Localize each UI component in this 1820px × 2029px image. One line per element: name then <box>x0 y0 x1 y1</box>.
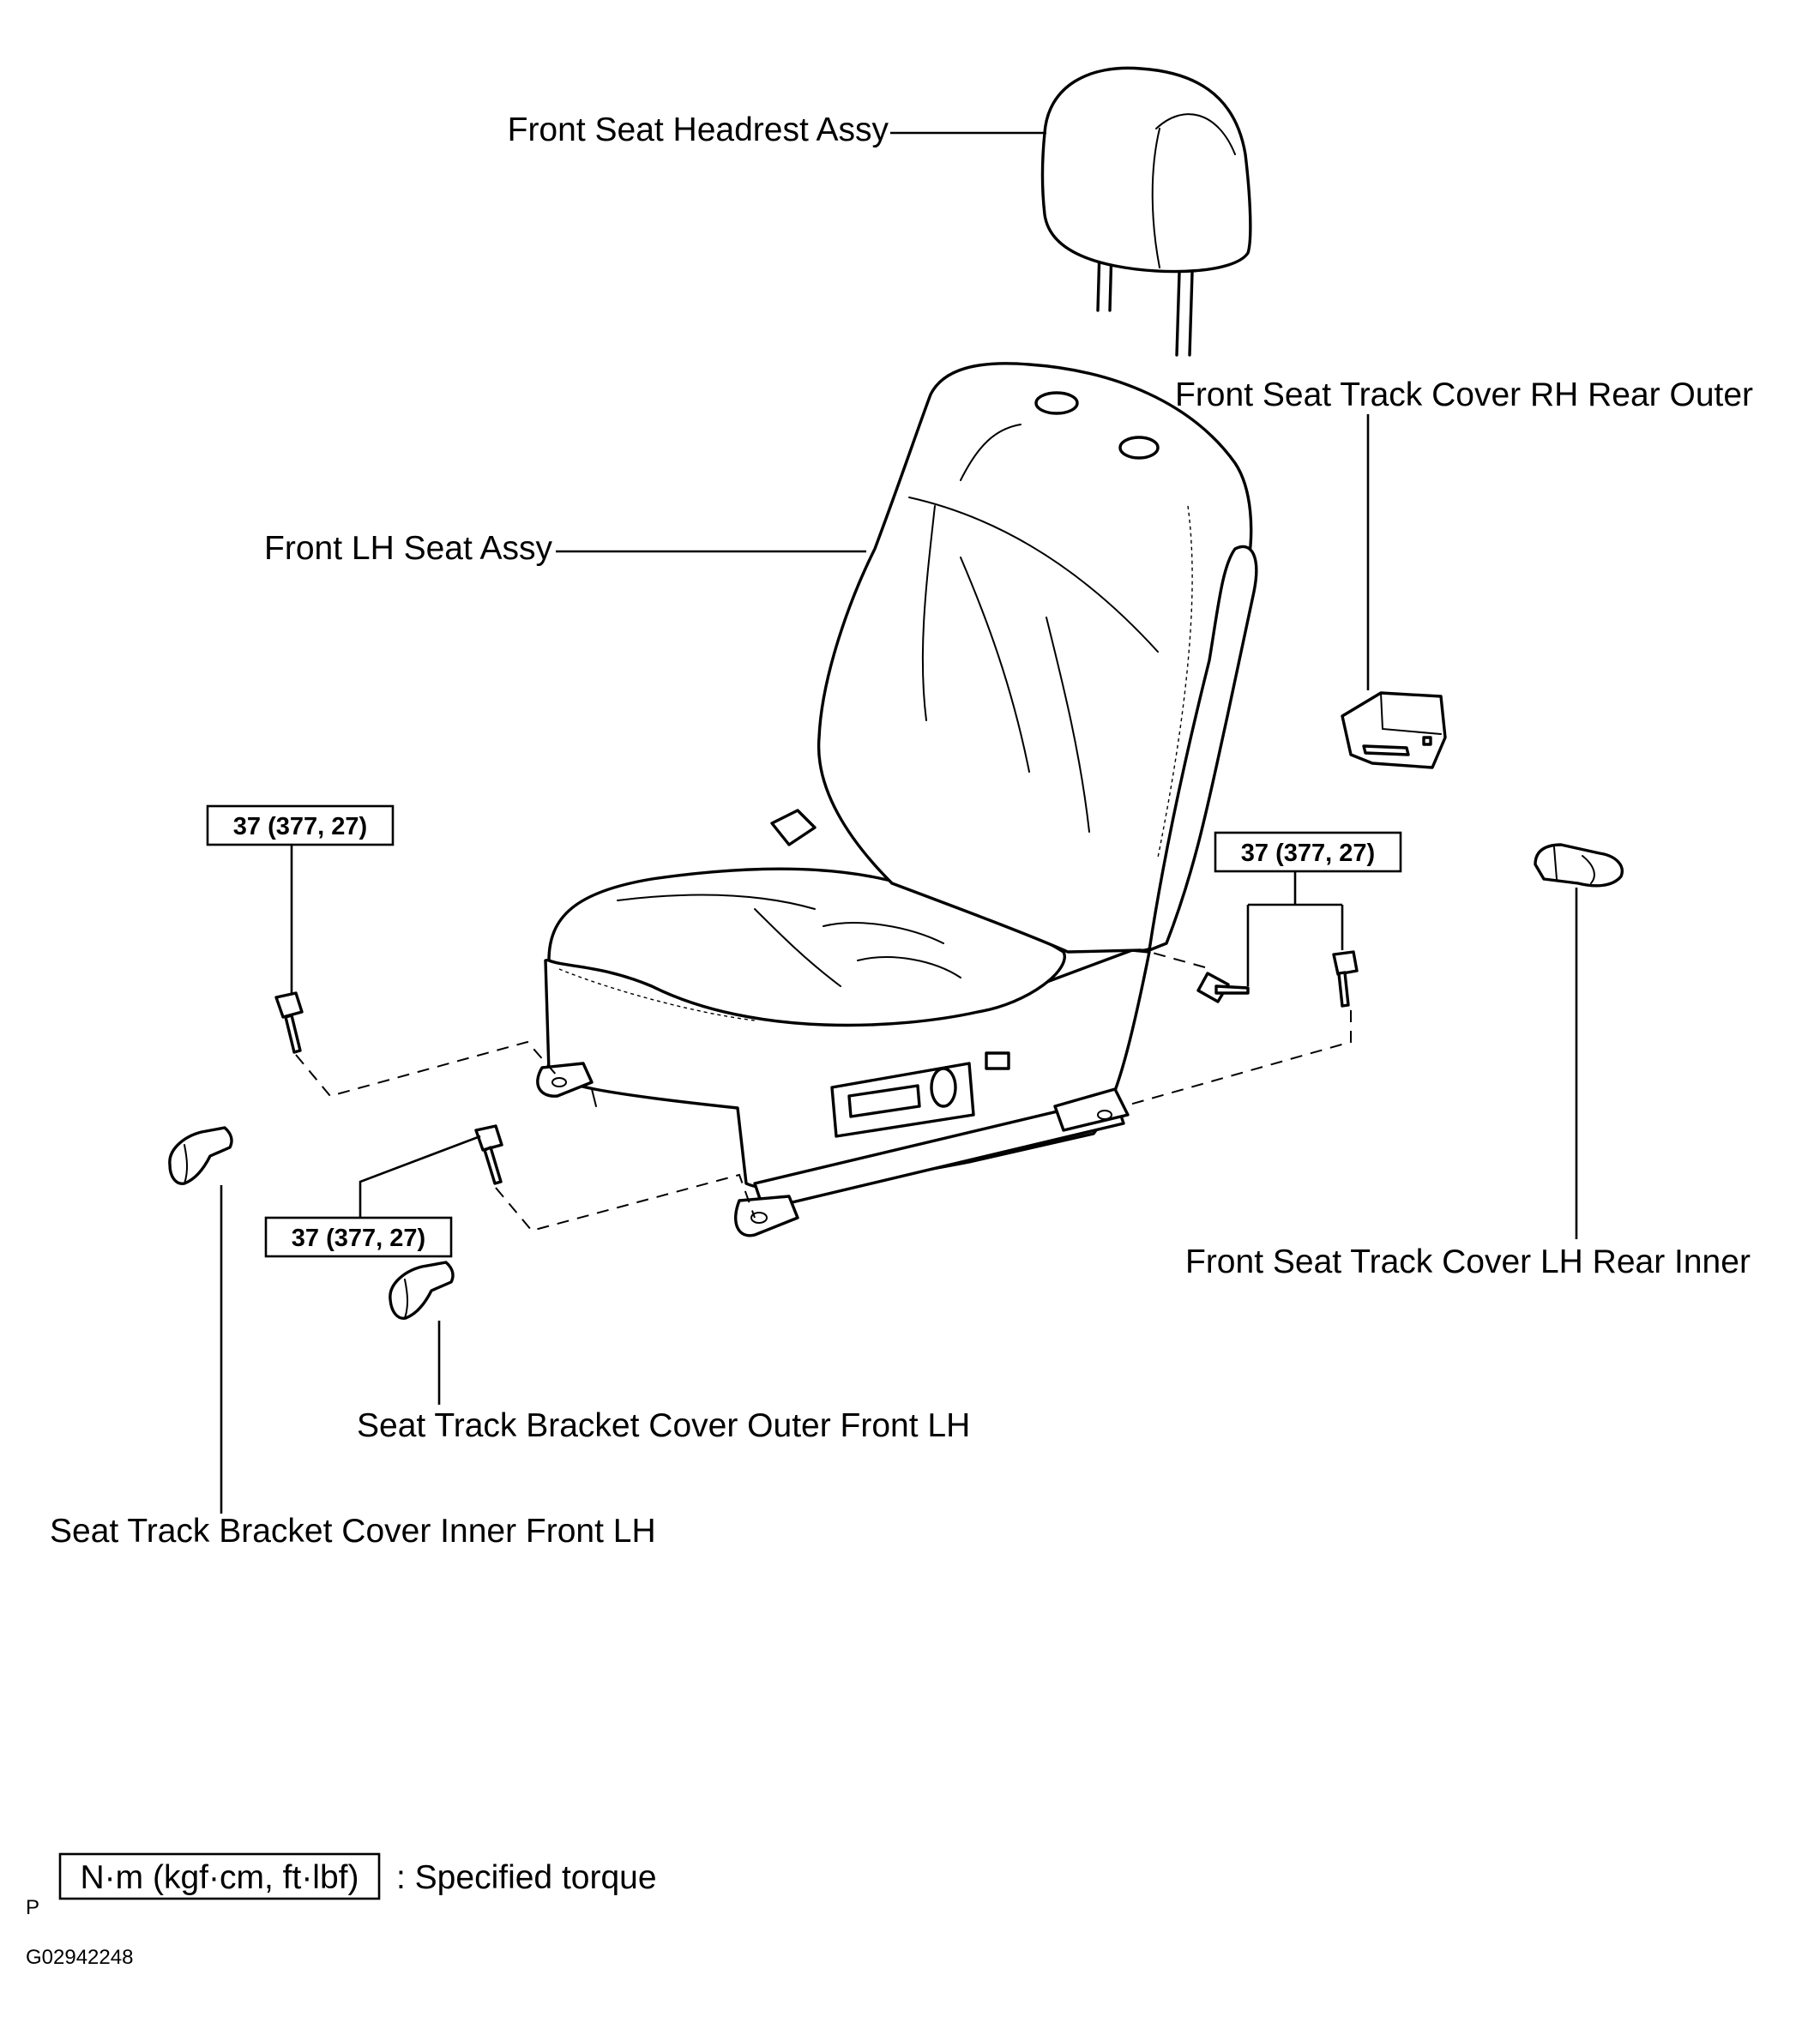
torque-value-front: 37 (377, 27) <box>292 1225 425 1252</box>
track-cover-rh-rear-outer-drawing <box>1341 691 1447 769</box>
track-cover-lh-rear-inner-drawing <box>1534 843 1624 888</box>
bolt-right-a <box>1196 972 1250 1003</box>
legend-prefix: P <box>26 1896 39 1919</box>
figure-id: G02942248 <box>26 1946 133 1969</box>
label-track-cover-lh-rear-inner: Front Seat Track Cover LH Rear Inner <box>1185 1243 1751 1280</box>
leader-lines <box>220 131 1578 1514</box>
legend-description: : Specified torque <box>396 1859 657 1896</box>
torque-value-left: 37 (377, 27) <box>233 813 367 840</box>
label-seat-assy: Front LH Seat Assy <box>264 530 552 567</box>
label-bracket-cover-outer-front-lh: Seat Track Bracket Cover Outer Front LH <box>357 1407 970 1444</box>
seat-assy-drawing <box>536 362 1258 1237</box>
label-headrest: Front Seat Headrest Assy <box>508 111 889 148</box>
headrest-drawing <box>1040 66 1252 357</box>
legend-unit-box: N·m (kgf·cm, ft·lbf) <box>81 1859 359 1896</box>
bracket-cover-outer-front-lh-drawing <box>389 1261 455 1320</box>
torque-box-left: 37 (377, 27) <box>206 804 395 846</box>
torque-value-right: 37 (377, 27) <box>1241 840 1375 867</box>
label-track-cover-rh-rear-outer: Front Seat Track Cover RH Rear Outer <box>1175 376 1753 413</box>
bolt-front <box>474 1124 503 1185</box>
torque-box-right: 37 (377, 27) <box>1214 831 1402 873</box>
install-path-lines <box>295 951 1352 1232</box>
bolt-right-b <box>1332 950 1359 1008</box>
bolt-left <box>274 991 304 1054</box>
bracket-cover-inner-front-lh-drawing <box>168 1126 233 1185</box>
legend: N·m (kgf·cm, ft·lbf) : Specified torque … <box>26 1852 657 1919</box>
torque-box-front: 37 (377, 27) <box>264 1216 453 1258</box>
label-bracket-cover-inner-front-lh: Seat Track Bracket Cover Inner Front LH <box>50 1513 656 1550</box>
